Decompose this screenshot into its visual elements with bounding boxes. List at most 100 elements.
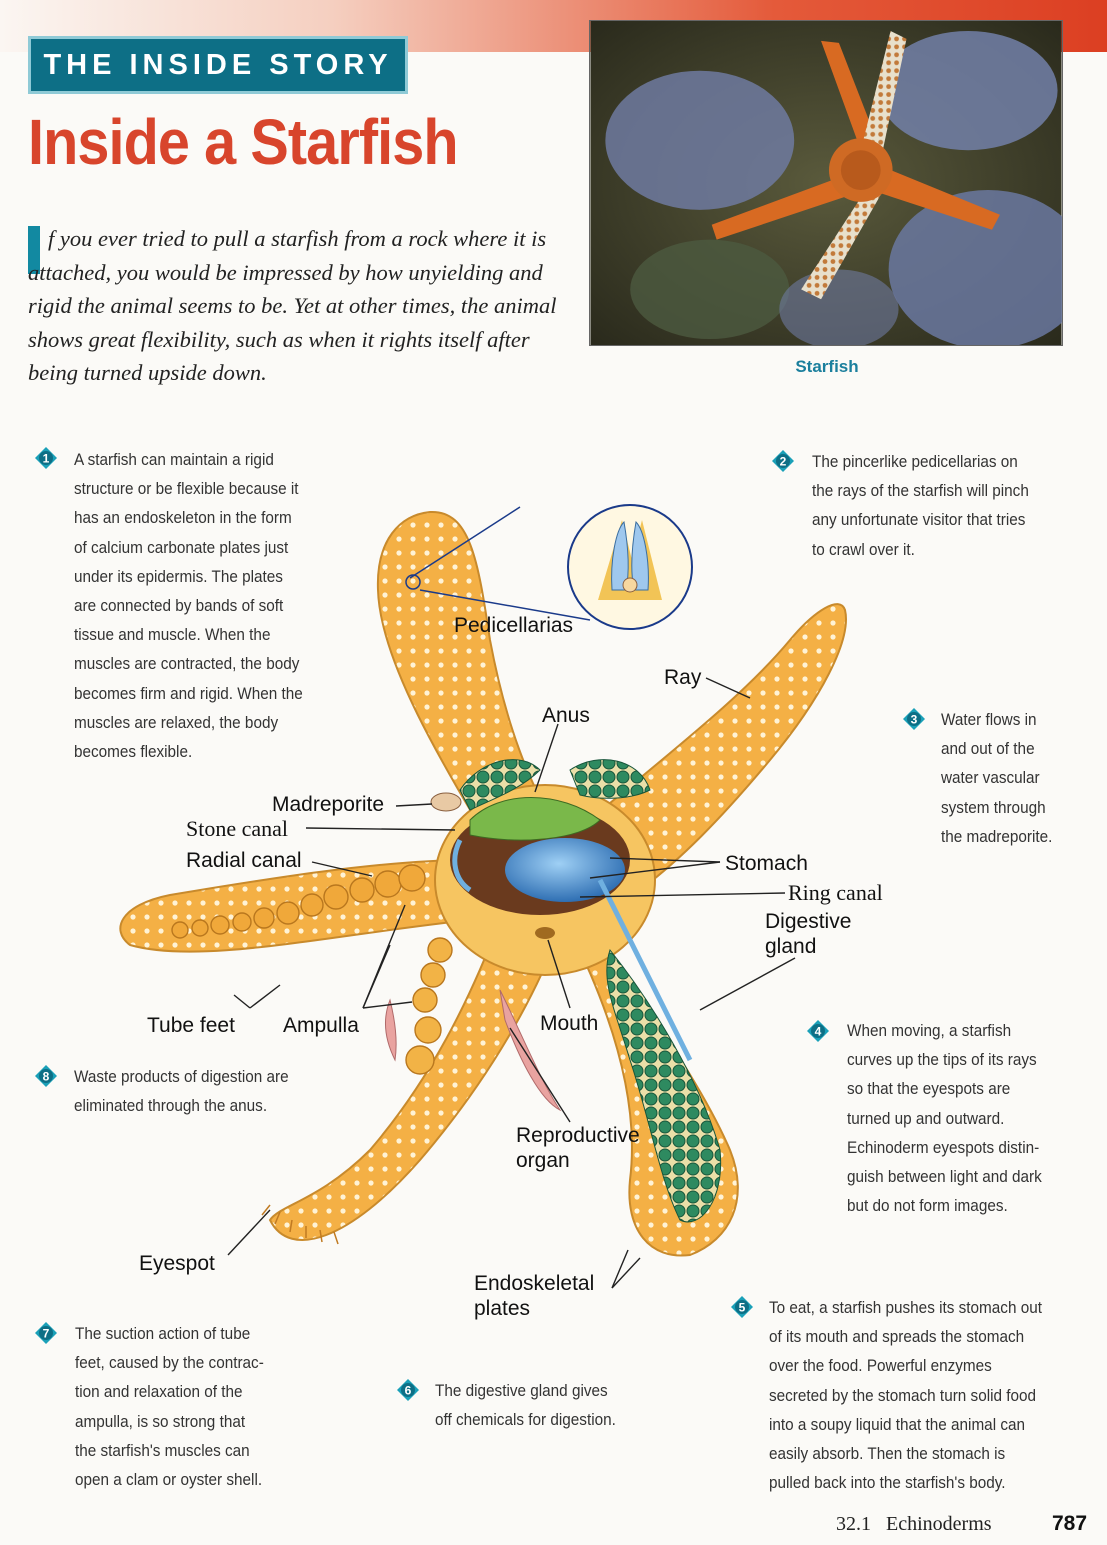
- stomach: [450, 797, 630, 915]
- note-line: A starfish can maintain a rigid: [74, 450, 274, 469]
- drop-cap-letter: [28, 226, 40, 274]
- note-number-badge: 6: [397, 1379, 419, 1401]
- note-line: curves up the tips of its rays: [847, 1050, 1037, 1070]
- note-number: 3: [911, 713, 918, 727]
- note-line: guish between light and dark: [847, 1167, 1042, 1187]
- madreporite: [430, 792, 462, 812]
- note-line: becomes firm and rigid. When the: [74, 683, 303, 703]
- note-number: 5: [739, 1301, 746, 1315]
- note-line: water vascular: [941, 768, 1040, 788]
- note-line: open a clam or oyster shell.: [75, 1470, 263, 1490]
- note-number: 8: [43, 1070, 50, 1084]
- note-line: When moving, a starfish: [847, 1021, 1012, 1040]
- note-line: of its mouth and spreads the stomach: [769, 1327, 1025, 1347]
- note-line: pulled back into the starfish's body.: [769, 1473, 1006, 1493]
- label-stomach: Stomach: [725, 852, 808, 875]
- note-line: the madreporite.: [941, 826, 1053, 846]
- label-madreporite: Madreporite: [272, 793, 385, 816]
- label-reproductive-organ-line2: organ: [516, 1149, 570, 1172]
- note-line: off chemicals for digestion.: [435, 1410, 616, 1430]
- note-line: secreted by the stomach turn solid food: [769, 1385, 1037, 1405]
- water-canals: [452, 838, 693, 1062]
- note-text-5: To eat, a starfish pushes its stomach ou…: [769, 1293, 1042, 1497]
- label-tube-feet: Tube feet: [147, 1014, 235, 1037]
- note-line: and out of the: [941, 739, 1035, 759]
- note-line: Echinoderm eyespots distin-: [847, 1137, 1040, 1157]
- label-digestive-gland-line1: Digestive: [765, 910, 852, 933]
- label-anus: Anus: [542, 704, 590, 727]
- note-line: system through: [941, 797, 1046, 817]
- note-line: Water flows in: [941, 710, 1037, 729]
- note-line: tissue and muscle. When the: [74, 625, 271, 645]
- note-number-badge: 4: [807, 1020, 829, 1042]
- reproductive-organ: [499, 989, 562, 1112]
- label-digestive-gland-line2: gland: [765, 935, 817, 958]
- note-text-4: When moving, a starfish curves up the tip…: [847, 1016, 1042, 1220]
- section-badge-label: THE INSIDE STORY: [43, 49, 393, 81]
- note-number-badge: 5: [731, 1296, 753, 1318]
- note-line: easily absorb. Then the stomach is: [769, 1444, 1006, 1464]
- leader-lines: [227, 677, 796, 1289]
- note-line: eliminated through the anus.: [74, 1096, 268, 1116]
- note-line: under its epidermis. The plates: [74, 566, 283, 586]
- note-text-3: Water flows in and out of the water vascul…: [941, 705, 1052, 851]
- photo-caption: Starfish: [795, 357, 859, 376]
- starfish-photo: [589, 20, 1063, 346]
- note-line: has an endoskeleton in the form: [74, 508, 292, 528]
- page-title: Inside a Starfish: [28, 106, 459, 178]
- section-badge: THE INSIDE STORY: [28, 36, 408, 94]
- note-line: muscles are contracted, the body: [74, 654, 300, 674]
- note-number-badge: 2: [772, 450, 794, 472]
- note-line: of calcium carbonate plates just: [74, 537, 289, 557]
- note-number: 2: [780, 455, 787, 469]
- label-pedicellarias: Pedicellarias: [454, 614, 574, 637]
- note-text-1: A starfish can maintain a rigid structure…: [74, 445, 303, 766]
- note-line: but do not form images.: [847, 1196, 1008, 1216]
- note-number: 7: [43, 1327, 50, 1341]
- footer-chapter: Echinoderms: [886, 1513, 992, 1535]
- label-endoskeletal-plates-line2: plates: [474, 1297, 531, 1320]
- label-radial-canal: Radial canal: [186, 849, 302, 872]
- note-number: 4: [815, 1025, 822, 1039]
- label-mouth: Mouth: [540, 1012, 599, 1035]
- mouth: [535, 927, 555, 939]
- note-line: The suction action of tube: [75, 1324, 251, 1343]
- reproductive-organ: [385, 998, 397, 1062]
- note-text-6: The digestive gland gives off chemicals f…: [435, 1376, 616, 1434]
- page-number: 787: [1052, 1512, 1088, 1535]
- note-line: Waste products of digestion are: [74, 1067, 289, 1086]
- note-line: The digestive gland gives: [435, 1381, 608, 1400]
- label-endoskeletal-plates-line1: Endoskeletal: [474, 1272, 595, 1295]
- note-line: the starfish's muscles can: [75, 1440, 250, 1460]
- note-number: 1: [43, 452, 50, 466]
- note-line: tion and relaxation of the: [75, 1382, 243, 1402]
- label-eyespot: Eyespot: [139, 1252, 215, 1275]
- note-line: structure or be flexible because it: [74, 479, 299, 499]
- note-number-badge: 3: [903, 708, 925, 730]
- note-line: turned up and outward.: [847, 1108, 1005, 1128]
- intro-paragraph: f you ever tried to pull a starfish from…: [28, 222, 558, 390]
- note-line: are connected by bands of soft: [74, 596, 284, 616]
- label-reproductive-organ-line1: Reproductive: [516, 1124, 640, 1147]
- label-stone-canal: Stone canal: [186, 816, 289, 841]
- intro-text: f you ever tried to pull a starfish from…: [28, 226, 557, 385]
- note-line: To eat, a starfish pushes its stomach ou…: [769, 1298, 1042, 1317]
- note-line: becomes flexible.: [74, 742, 193, 762]
- label-ring-canal: Ring canal: [788, 880, 883, 905]
- label-ampulla: Ampulla: [283, 1014, 359, 1037]
- note-number-badge: 7: [35, 1322, 57, 1344]
- note-line: so that the eyespots are: [847, 1079, 1011, 1099]
- note-line: over the food. Powerful enzymes: [769, 1356, 992, 1376]
- pedicellaria-magnifier: [405, 504, 693, 630]
- note-line: The pincerlike pedicellarias on: [812, 452, 1018, 471]
- note-number: 6: [405, 1384, 412, 1398]
- note-line: ampulla, is so strong that: [75, 1411, 246, 1431]
- digestive-glands: [459, 759, 722, 1223]
- tube-feet-row: [171, 864, 426, 939]
- note-line: into a soupy liquid that the animal can: [769, 1414, 1026, 1434]
- note-number-badge: 1: [35, 447, 57, 469]
- footer-section: 32.1 Echinoderms: [836, 1513, 992, 1536]
